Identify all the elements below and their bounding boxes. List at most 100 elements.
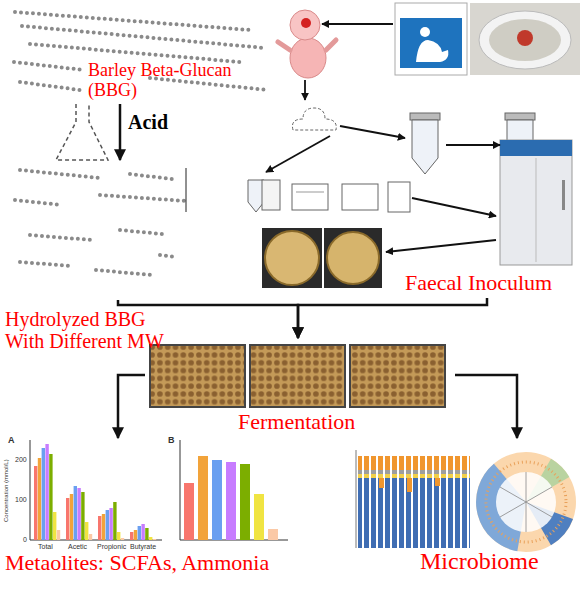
bar	[240, 464, 250, 540]
bag-line	[296, 192, 324, 193]
bar	[113, 502, 116, 540]
well-plate	[250, 345, 345, 407]
flow-arrow	[322, 23, 393, 25]
bar	[184, 483, 194, 540]
well-plate	[150, 345, 245, 407]
labeled-region: Microbiome	[350, 438, 582, 583]
labeled-region: Barley Beta-Glucan (BBG)	[10, 4, 272, 104]
freezer-door	[536, 158, 537, 262]
bar-seg	[379, 478, 384, 488]
bar	[149, 537, 152, 540]
flow-connector	[298, 298, 487, 338]
bag	[292, 184, 328, 210]
flow-connector	[455, 375, 517, 438]
glucan-fragment	[15, 200, 62, 205]
stacked-bars	[358, 478, 470, 548]
bar	[153, 539, 156, 540]
bar	[212, 460, 222, 540]
labeled-region: Metaolites: SCFAs, Ammonia	[5, 438, 305, 583]
glucan-chain	[15, 12, 250, 30]
stacked-bars	[358, 474, 470, 478]
bar	[66, 498, 69, 540]
bar	[85, 522, 88, 540]
fruit	[517, 30, 533, 46]
bar	[70, 494, 73, 540]
tree-branch	[526, 472, 527, 502]
glucan-fragment	[130, 174, 172, 179]
sign-panel	[400, 18, 462, 68]
bar	[121, 538, 124, 540]
freezer	[500, 140, 572, 265]
bag	[342, 184, 378, 210]
chart-label: 200	[15, 456, 27, 463]
bar	[49, 454, 52, 540]
glucan-fragment	[160, 255, 176, 257]
axis	[180, 440, 181, 540]
baby-mark	[301, 18, 311, 28]
glucan-fragment	[20, 262, 72, 266]
baby-arms	[278, 40, 336, 50]
bar-seg	[435, 478, 440, 486]
region-title: Microbiome	[420, 548, 580, 575]
well-plate	[350, 345, 445, 407]
tree-branch	[526, 487, 552, 502]
region-title: Barley Beta-Glucan (BBG)	[88, 60, 248, 100]
bar	[102, 514, 105, 540]
axis	[356, 450, 357, 548]
bar	[109, 508, 112, 540]
bar	[74, 486, 77, 540]
glucan-fragment	[100, 195, 186, 201]
photo-bg	[324, 228, 382, 288]
tube-cap	[505, 113, 535, 120]
petri-dish	[265, 231, 319, 285]
labeled-region: Fermentation	[145, 338, 455, 440]
labeled-region: Hydrolyzed BBG With Different MW	[8, 160, 228, 300]
bar	[38, 458, 41, 540]
glucan-fragment	[30, 235, 92, 240]
flow-connector	[119, 104, 122, 160]
chart-label: A	[8, 436, 15, 445]
food-photo	[470, 3, 580, 75]
tree-branch	[500, 487, 526, 502]
edge-label: Acid	[128, 112, 168, 132]
filter	[262, 180, 280, 210]
clade-nodes	[486, 462, 566, 542]
chart-label: 100	[15, 496, 27, 503]
bar	[57, 530, 60, 540]
labeled-region: Faecal Inoculum	[400, 135, 580, 298]
bar	[45, 444, 48, 540]
freezer-panel	[500, 140, 572, 156]
sign-frame	[395, 3, 467, 75]
flow-arrow	[386, 240, 496, 252]
glucan-fragment	[96, 270, 152, 275]
region-title: Fermentation	[238, 410, 398, 435]
stacked-bars	[358, 470, 470, 474]
glucan-chain	[14, 62, 84, 70]
bar	[106, 510, 109, 540]
glucan-fragment	[120, 230, 162, 234]
divider	[186, 168, 187, 212]
region-title: Metaolites: SCFAs, Ammonia	[5, 551, 305, 576]
chart-label: Acetic	[68, 543, 87, 550]
chart-label: Concentration (mmol/L)	[3, 459, 9, 522]
glucan-chain	[30, 44, 240, 62]
tube-cap	[410, 113, 440, 120]
region-title: Hydrolyzed BBG With Different MW	[5, 308, 177, 353]
flow-arrow	[340, 126, 405, 138]
photo-bg	[262, 228, 322, 288]
baby-body	[290, 38, 326, 78]
bar	[77, 488, 80, 540]
bar	[34, 466, 37, 540]
cladogram	[476, 452, 576, 552]
bar	[254, 494, 264, 540]
flow-connector	[118, 375, 145, 438]
bar	[53, 512, 56, 540]
glucan-chain	[22, 26, 265, 48]
porridge	[489, 19, 561, 61]
stacked-bars	[358, 456, 470, 470]
chart-label: B	[168, 436, 175, 445]
tree-branch	[526, 502, 552, 517]
